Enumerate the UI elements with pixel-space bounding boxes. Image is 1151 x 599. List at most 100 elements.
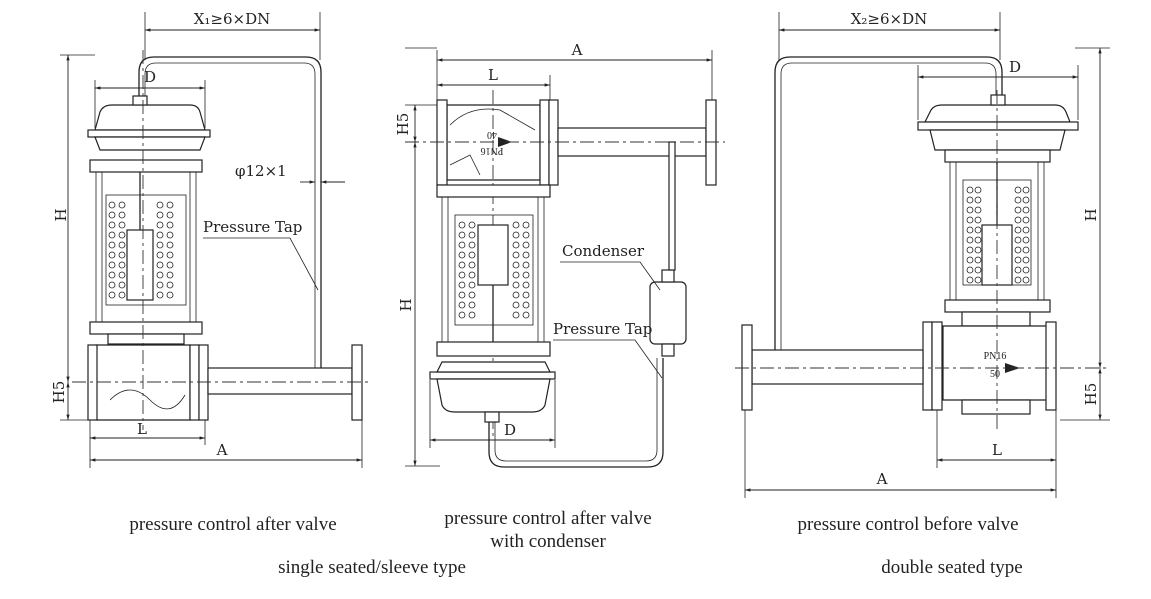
spring-coil <box>118 261 126 269</box>
h5-label: H5 <box>50 381 68 404</box>
caption-double-seated: double seated type <box>881 557 1022 578</box>
spring-coil <box>458 241 466 249</box>
spring-coil <box>118 231 126 239</box>
spring-coil <box>974 226 982 234</box>
upper-plate <box>944 149 1051 163</box>
spring-coil <box>974 196 982 204</box>
spring-coil <box>166 221 174 229</box>
pressure-tap-label: Pressure Tap <box>203 218 302 236</box>
h-label: H <box>1082 208 1100 221</box>
spring-coil <box>512 301 520 309</box>
a-label: A <box>876 470 888 488</box>
spring-coil <box>458 281 466 289</box>
body-dn-label: 40 <box>487 129 497 140</box>
springs <box>966 186 1030 284</box>
spring-coil <box>1022 236 1030 244</box>
spring-coil <box>118 221 126 229</box>
spring-coil <box>458 261 466 269</box>
spring-coil <box>512 311 520 319</box>
spring-coil <box>108 281 116 289</box>
impulse-tube-inner <box>144 62 316 378</box>
spring-coil <box>966 216 974 224</box>
a-label: A <box>216 441 228 459</box>
spring-coil <box>512 251 520 259</box>
spring-coil <box>468 221 476 229</box>
spring-coil <box>166 241 174 249</box>
spring-coil <box>1022 216 1030 224</box>
upstream-pipe <box>751 349 924 385</box>
spring-coil <box>974 236 982 244</box>
spring-coil <box>1014 236 1022 244</box>
upper-plate <box>89 159 203 173</box>
spring-coil <box>974 256 982 264</box>
spring-coil <box>966 276 974 284</box>
spring-coil <box>974 246 982 254</box>
impulse-tube <box>138 56 322 378</box>
spring-coil <box>974 276 982 284</box>
actuator-upper <box>924 104 1071 123</box>
spring-coil <box>1014 186 1022 194</box>
spring-coil <box>108 201 116 209</box>
tube-size-label: φ12×1 <box>235 162 287 180</box>
caption-right: pressure control before valve <box>797 514 1018 535</box>
spring-coil <box>1022 256 1030 264</box>
caption-middle-line2: with condenser <box>490 531 606 552</box>
spring-coil <box>156 221 164 229</box>
pipe-flange <box>351 344 363 421</box>
spring-coil <box>1022 276 1030 284</box>
actuator-flange <box>917 121 1079 131</box>
actuator-lower <box>94 136 206 151</box>
spring-coil <box>522 231 530 239</box>
column <box>949 161 957 313</box>
l-label: L <box>992 441 1002 459</box>
spring-coil <box>458 311 466 319</box>
springs <box>458 221 530 319</box>
spring-coil <box>108 261 116 269</box>
bottom-cover <box>961 399 1031 415</box>
body-pn-label: PN16 <box>481 145 504 156</box>
condenser-label: Condenser <box>562 242 645 260</box>
d-label: D <box>1009 58 1021 76</box>
bonnet <box>961 311 1031 327</box>
spring-coil <box>512 231 520 239</box>
right-diagram: X₂≥6×DN D PN16 50 <box>735 10 1110 535</box>
spring-coil <box>966 226 974 234</box>
springs <box>108 201 174 299</box>
spring-coil <box>1022 226 1030 234</box>
spring-coil <box>156 281 164 289</box>
spring-coil <box>1022 186 1030 194</box>
column <box>95 171 103 323</box>
spring-coil <box>156 231 164 239</box>
spring-coil <box>118 281 126 289</box>
spring-coil <box>966 186 974 194</box>
spring-coil <box>1014 216 1022 224</box>
spring-coil <box>1014 226 1022 234</box>
h5-label: H5 <box>1082 383 1100 406</box>
inlet-flange <box>87 344 98 421</box>
spring-cylinder <box>126 229 154 301</box>
spring-coil <box>458 231 466 239</box>
spring-coil <box>468 291 476 299</box>
spring-coil <box>522 271 530 279</box>
spring-coil <box>166 231 174 239</box>
spring-coil <box>522 291 530 299</box>
spring-coil <box>166 251 174 259</box>
spring-coil <box>1022 246 1030 254</box>
caption-single-seated: single seated/sleeve type <box>278 557 466 578</box>
spring-coil <box>166 211 174 219</box>
x1-label: X₁≥6×DN <box>194 10 271 28</box>
h5-label: H5 <box>394 113 412 136</box>
spring-coil <box>118 271 126 279</box>
condenser <box>649 281 687 345</box>
outlet-flange <box>539 99 550 186</box>
actuator-flange <box>429 371 556 380</box>
spring-coil <box>966 246 974 254</box>
spring-coil <box>166 281 174 289</box>
spring-coil <box>166 201 174 209</box>
body-pn-label: PN16 <box>984 351 1007 362</box>
condenser-fitting <box>661 343 675 357</box>
impulse-tube-inner <box>494 358 658 462</box>
spring-coil <box>118 201 126 209</box>
body-seat <box>109 389 186 410</box>
spring-coil <box>156 291 164 299</box>
